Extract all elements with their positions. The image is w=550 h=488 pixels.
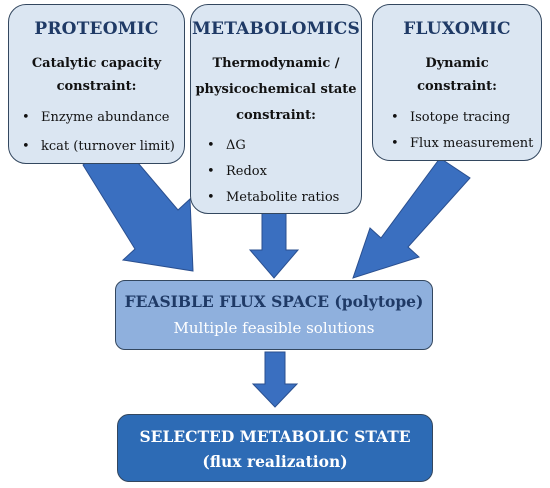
feasible-flux-space-title: FEASIBLE FLUX SPACE (polytope)	[124, 292, 424, 311]
metabolomics-subtitle-line-2: physicochemical state	[195, 82, 357, 97]
bullet-icon: •	[207, 138, 215, 153]
fluxomic-item-flux-measurement: • Flux measurement	[391, 136, 534, 151]
metabolomics-subtitle-line-1: Thermodynamic /	[212, 56, 340, 71]
metabolomics-subtitle-line-3: constraint:	[236, 108, 316, 123]
feasible-flux-space-subtitle: Multiple feasible solutions	[173, 319, 375, 337]
selected-state-line-1: SELECTED METABOLIC STATE	[139, 427, 411, 446]
bullet-icon: •	[391, 136, 399, 151]
proteomic-item-enzyme-abundance: • Enzyme abundance	[22, 110, 170, 125]
metabolomics-item-metabolite-ratios: • Metabolite ratios	[207, 190, 340, 205]
metabolomics-title: METABOLOMICS	[192, 19, 360, 39]
bullet-icon: •	[22, 139, 30, 154]
fluxomic-title: FLUXOMIC	[403, 19, 511, 39]
selected-metabolic-state-box: SELECTED METABOLIC STATE (flux realizati…	[117, 414, 433, 482]
fluxomic-subtitle-line-1: Dynamic	[425, 56, 489, 71]
metabolomics-box: METABOLOMICS Thermodynamic / physicochem…	[190, 4, 362, 214]
fluxomic-item-isotope-tracing: • Isotope tracing	[391, 110, 511, 125]
proteomic-box: PROTEOMIC Catalytic capacity constraint:…	[8, 4, 185, 164]
proteomic-item-kcat: • kcat (turnover limit)	[22, 139, 175, 154]
bullet-icon: •	[207, 164, 215, 179]
metabolomics-item-delta-g: • ΔG	[207, 138, 246, 153]
fluxomic-subtitle-line-2: constraint:	[417, 79, 497, 94]
arrow-feasible-to-selected	[251, 351, 299, 408]
bullet-icon: •	[391, 110, 399, 125]
selected-state-line-2: (flux realization)	[202, 452, 348, 471]
proteomic-subtitle-line-2: constraint:	[56, 79, 137, 94]
metabolomics-item-redox: • Redox	[207, 164, 267, 179]
bullet-icon: •	[207, 190, 215, 205]
fluxomic-box: FLUXOMIC Dynamic constraint: • Isotope t…	[372, 4, 542, 161]
arrow-fluxomic-to-feasible	[352, 157, 471, 279]
feasible-flux-space-box: FEASIBLE FLUX SPACE (polytope) Multiple …	[115, 280, 433, 350]
bullet-icon: •	[22, 110, 30, 125]
arrow-metabolomics-to-feasible	[248, 212, 300, 279]
proteomic-subtitle-line-1: Catalytic capacity	[31, 56, 162, 71]
proteomic-title: PROTEOMIC	[34, 19, 159, 39]
